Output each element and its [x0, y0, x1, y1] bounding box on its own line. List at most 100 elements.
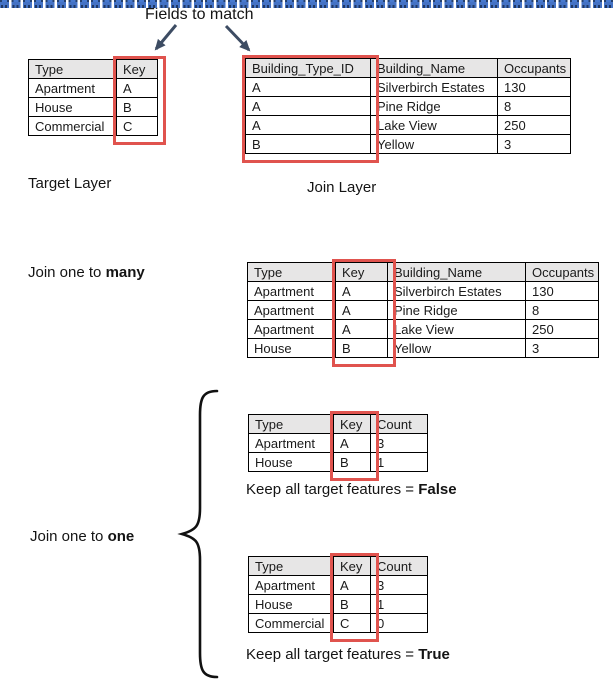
table-cell: B	[333, 452, 371, 472]
one-to-one-true-grid: Type Key Count Apartment A 3 House B 1 C…	[248, 556, 428, 633]
table-cell: 250	[524, 319, 600, 339]
table-row: House B Yellow 3	[247, 338, 600, 358]
table-cell: 3	[370, 433, 428, 453]
join-one-to-one-prefix: Join one to	[30, 528, 108, 545]
table-cell: 3	[370, 575, 428, 595]
keep-true-value: True	[418, 646, 450, 663]
table-row: Commercial C 0	[248, 613, 428, 633]
keep-true-prefix: Keep all target features =	[246, 646, 419, 663]
column-header: Building_Name	[370, 58, 498, 78]
table-cell: 1	[370, 594, 428, 614]
table-cell: Pine Ridge	[370, 96, 498, 116]
table-cell: Silverbirch Estates	[370, 77, 498, 97]
table-cell: Commercial	[28, 116, 117, 136]
join-one-to-many-prefix: Join one to	[28, 264, 106, 281]
join-many-result-grid: Type Key Building_Name Occupants Apartme…	[247, 262, 600, 358]
table-cell: Yellow	[370, 134, 498, 154]
table-cell: A	[335, 300, 388, 320]
join-one-to-many-label: Join one to many	[28, 263, 145, 282]
table-cell: House	[247, 338, 336, 358]
table-row: Apartment A Lake View 250	[247, 319, 600, 339]
column-header: Key	[335, 262, 388, 282]
table-row: Commercial C	[28, 116, 158, 136]
join-layer-label: Join Layer	[307, 179, 377, 196]
table-cell: Yellow	[387, 338, 526, 358]
table-cell: A	[245, 115, 371, 135]
down-left-arrow-icon	[154, 24, 178, 51]
table-cell: Silverbirch Estates	[387, 281, 526, 301]
table-cell: B	[333, 594, 371, 614]
table-cell: 130	[524, 281, 600, 301]
keep-false-prefix: Keep all target features =	[246, 481, 419, 498]
table-row: A Lake View 250	[245, 115, 572, 135]
one-to-one-true-table: Type Key Count Apartment A 3 House B 1 C…	[248, 553, 428, 642]
column-header: Type	[248, 556, 334, 576]
target-table: Type Key Apartment A House B Commercial …	[28, 56, 166, 145]
table-row: A Pine Ridge 8	[245, 96, 572, 116]
fields-to-match-label: Fields to match	[145, 6, 254, 23]
table-cell: C	[116, 116, 158, 136]
column-header: Count	[370, 556, 428, 576]
column-header: Type	[248, 414, 334, 434]
one-to-one-false-grid: Type Key Count Apartment A 3 House B 1	[248, 414, 428, 472]
table-row: A Silverbirch Estates 130	[245, 77, 572, 97]
table-cell: B	[116, 97, 158, 117]
one-to-one-false-table: Type Key Count Apartment A 3 House B 1	[248, 411, 428, 481]
target-layer-label: Target Layer	[28, 175, 112, 192]
table-cell: B	[245, 134, 371, 154]
table-row: Apartment A 3	[248, 433, 428, 453]
join-layer-table-grid: Building_Type_ID Building_Name Occupants…	[245, 58, 572, 154]
table-cell: House	[248, 452, 334, 472]
join-layer-table: Building_Type_ID Building_Name Occupants…	[242, 55, 572, 163]
table-cell: 3	[496, 134, 572, 154]
table-cell: Apartment	[248, 575, 334, 595]
target-table-grid: Type Key Apartment A House B Commercial …	[28, 59, 158, 136]
table-cell: 1	[370, 452, 428, 472]
table-cell: B	[335, 338, 388, 358]
table-cell: Lake View	[370, 115, 498, 135]
table-cell: A	[116, 78, 158, 98]
table-cell: Apartment	[247, 281, 336, 301]
table-cell: A	[245, 77, 371, 97]
table-row: House B 1	[248, 452, 428, 472]
table-cell: 3	[524, 338, 600, 358]
table-cell: Apartment	[247, 300, 336, 320]
column-header: Key	[333, 414, 371, 434]
table-row: House B	[28, 97, 158, 117]
keep-true-caption: Keep all target features = True	[246, 645, 450, 664]
table-row: Apartment A Silverbirch Estates 130	[247, 281, 600, 301]
keep-false-value: False	[418, 481, 457, 498]
arrow-icons	[154, 24, 251, 52]
join-one-to-many-bold: many	[105, 264, 145, 281]
section-divider	[0, 0, 613, 8]
column-header: Type	[28, 59, 117, 79]
table-cell: 8	[524, 300, 600, 320]
table-cell: Apartment	[248, 433, 334, 453]
table-cell: 130	[496, 77, 572, 97]
column-header: Occupants	[496, 58, 572, 78]
table-cell: 0	[370, 613, 428, 633]
table-row: B Yellow 3	[245, 134, 572, 154]
column-header: Count	[370, 414, 428, 434]
keep-false-caption: Keep all target features = False	[246, 480, 457, 499]
table-cell: A	[335, 281, 388, 301]
table-cell: Commercial	[248, 613, 334, 633]
table-cell: C	[333, 613, 371, 633]
table-cell: Apartment	[247, 319, 336, 339]
column-header: Building_Name	[387, 262, 526, 282]
table-cell: Lake View	[387, 319, 526, 339]
table-row: Apartment A 3	[248, 575, 428, 595]
column-header: Occupants	[524, 262, 600, 282]
column-header: Type	[247, 262, 336, 282]
column-header: Building_Type_ID	[245, 58, 371, 78]
join-one-to-one-bold: one	[107, 528, 135, 545]
table-cell: Pine Ridge	[387, 300, 526, 320]
table-cell: A	[245, 96, 371, 116]
table-cell: Apartment	[28, 78, 117, 98]
table-row: Apartment A Pine Ridge 8	[247, 300, 600, 320]
table-cell: A	[333, 575, 371, 595]
table-cell: A	[333, 433, 371, 453]
table-cell: 8	[496, 96, 572, 116]
table-cell: House	[28, 97, 117, 117]
